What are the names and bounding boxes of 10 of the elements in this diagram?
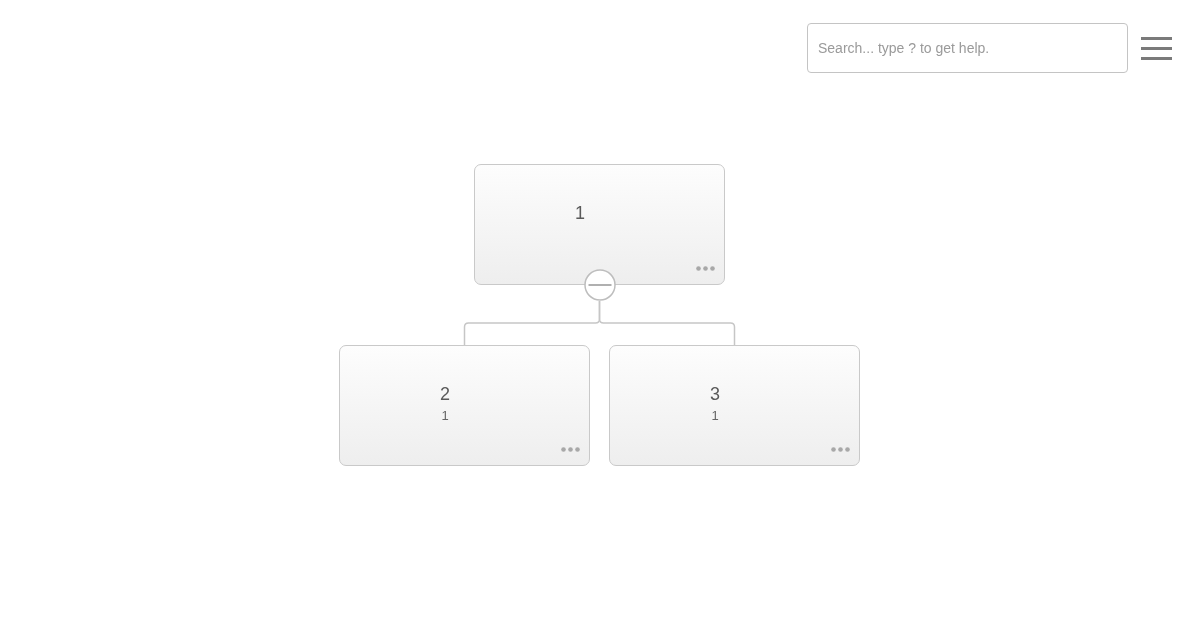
node-title: 1 <box>574 203 586 223</box>
org-chart-card <box>609 345 860 466</box>
node-subtitle: 1 <box>440 408 450 424</box>
node-subtitle: 1 <box>710 408 720 424</box>
node-title: 2 <box>439 384 451 404</box>
org-chart-card <box>339 345 590 466</box>
connector-line <box>598 300 736 346</box>
org-chart-card <box>474 164 725 285</box>
node-title: 3 <box>709 384 721 404</box>
search-field: Search... type ? to get help. <box>807 23 1128 73</box>
